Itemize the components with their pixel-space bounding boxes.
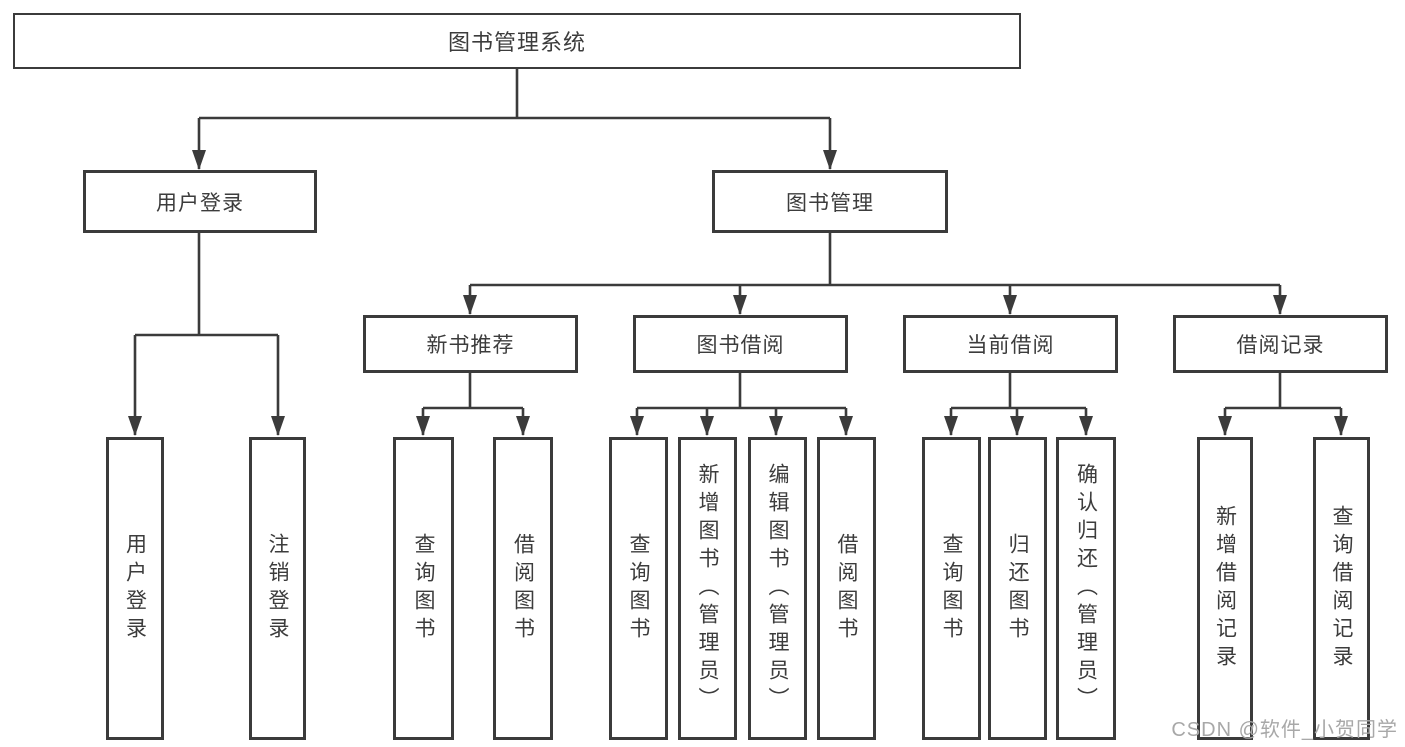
leaf-borrow-books-1-box: 借阅图书 [493,437,553,740]
current-borrow-box: 当前借阅 [903,315,1118,373]
leaf-query-books-1-label: 查询图书 [412,532,435,645]
user-login-group-label: 用户登录 [156,191,244,215]
branch-lines [135,69,1341,410]
leaf-add-book-admin-box: 新增图书（管理员） [678,437,737,740]
leaf-return-book-label: 归还图书 [1006,532,1029,645]
borrow-records-label: 借阅记录 [1236,334,1325,357]
book-management-box: 图书管理 [712,170,948,233]
leaf-user-login-box: 用户登录 [106,437,164,740]
leaf-confirm-return-admin-label: 确认归还（管理员） [1074,462,1098,715]
leaf-user-login-label: 用户登录 [123,532,147,645]
csdn-watermark: CSDN @软件_小贺同学 [1171,719,1398,741]
leaf-logout-label: 注销登录 [266,532,289,645]
root-label: 图书管理系统 [447,30,586,55]
book-management-label: 图书管理 [786,191,874,215]
leaf-query-borrow-record-label: 查询借阅记录 [1330,504,1353,673]
user-login-group-box: 用户登录 [83,170,317,233]
leaf-return-book-box: 归还图书 [988,437,1047,740]
arrow-lines [128,118,1348,436]
leaf-add-borrow-record-label: 新增借阅记录 [1213,504,1237,673]
leaf-add-book-admin-label: 新增图书（管理员） [696,462,719,715]
leaf-query-books-2-box: 查询图书 [609,437,668,740]
current-borrow-label: 当前借阅 [966,334,1055,357]
leaf-query-books-2-label: 查询图书 [627,532,650,645]
plain-lines [135,69,1341,410]
leaf-logout-box: 注销登录 [249,437,306,740]
leaf-edit-book-admin-box: 编辑图书（管理员） [748,437,807,740]
leaf-borrow-books-2-box: 借阅图书 [817,437,876,740]
leaf-query-books-3-label: 查询图书 [940,532,963,645]
leaf-edit-book-admin-label: 编辑图书（管理员） [766,462,789,715]
borrow-records-box: 借阅记录 [1173,315,1388,373]
leaf-confirm-return-admin-box: 确认归还（管理员） [1056,437,1116,740]
leaf-add-borrow-record-box: 新增借阅记录 [1197,437,1253,740]
leaf-query-books-3-box: 查询图书 [922,437,981,740]
leaf-query-borrow-record-box: 查询借阅记录 [1313,437,1370,740]
leaf-query-books-1-box: 查询图书 [393,437,454,740]
book-borrow-box: 图书借阅 [633,315,848,373]
new-book-recommend-label: 新书推荐 [426,334,515,357]
root-box: 图书管理系统 [13,13,1021,69]
book-borrow-label: 图书借阅 [696,334,785,357]
leaf-borrow-books-1-label: 借阅图书 [511,532,535,645]
new-book-recommend-box: 新书推荐 [363,315,578,373]
leaf-borrow-books-2-label: 借阅图书 [835,532,858,645]
